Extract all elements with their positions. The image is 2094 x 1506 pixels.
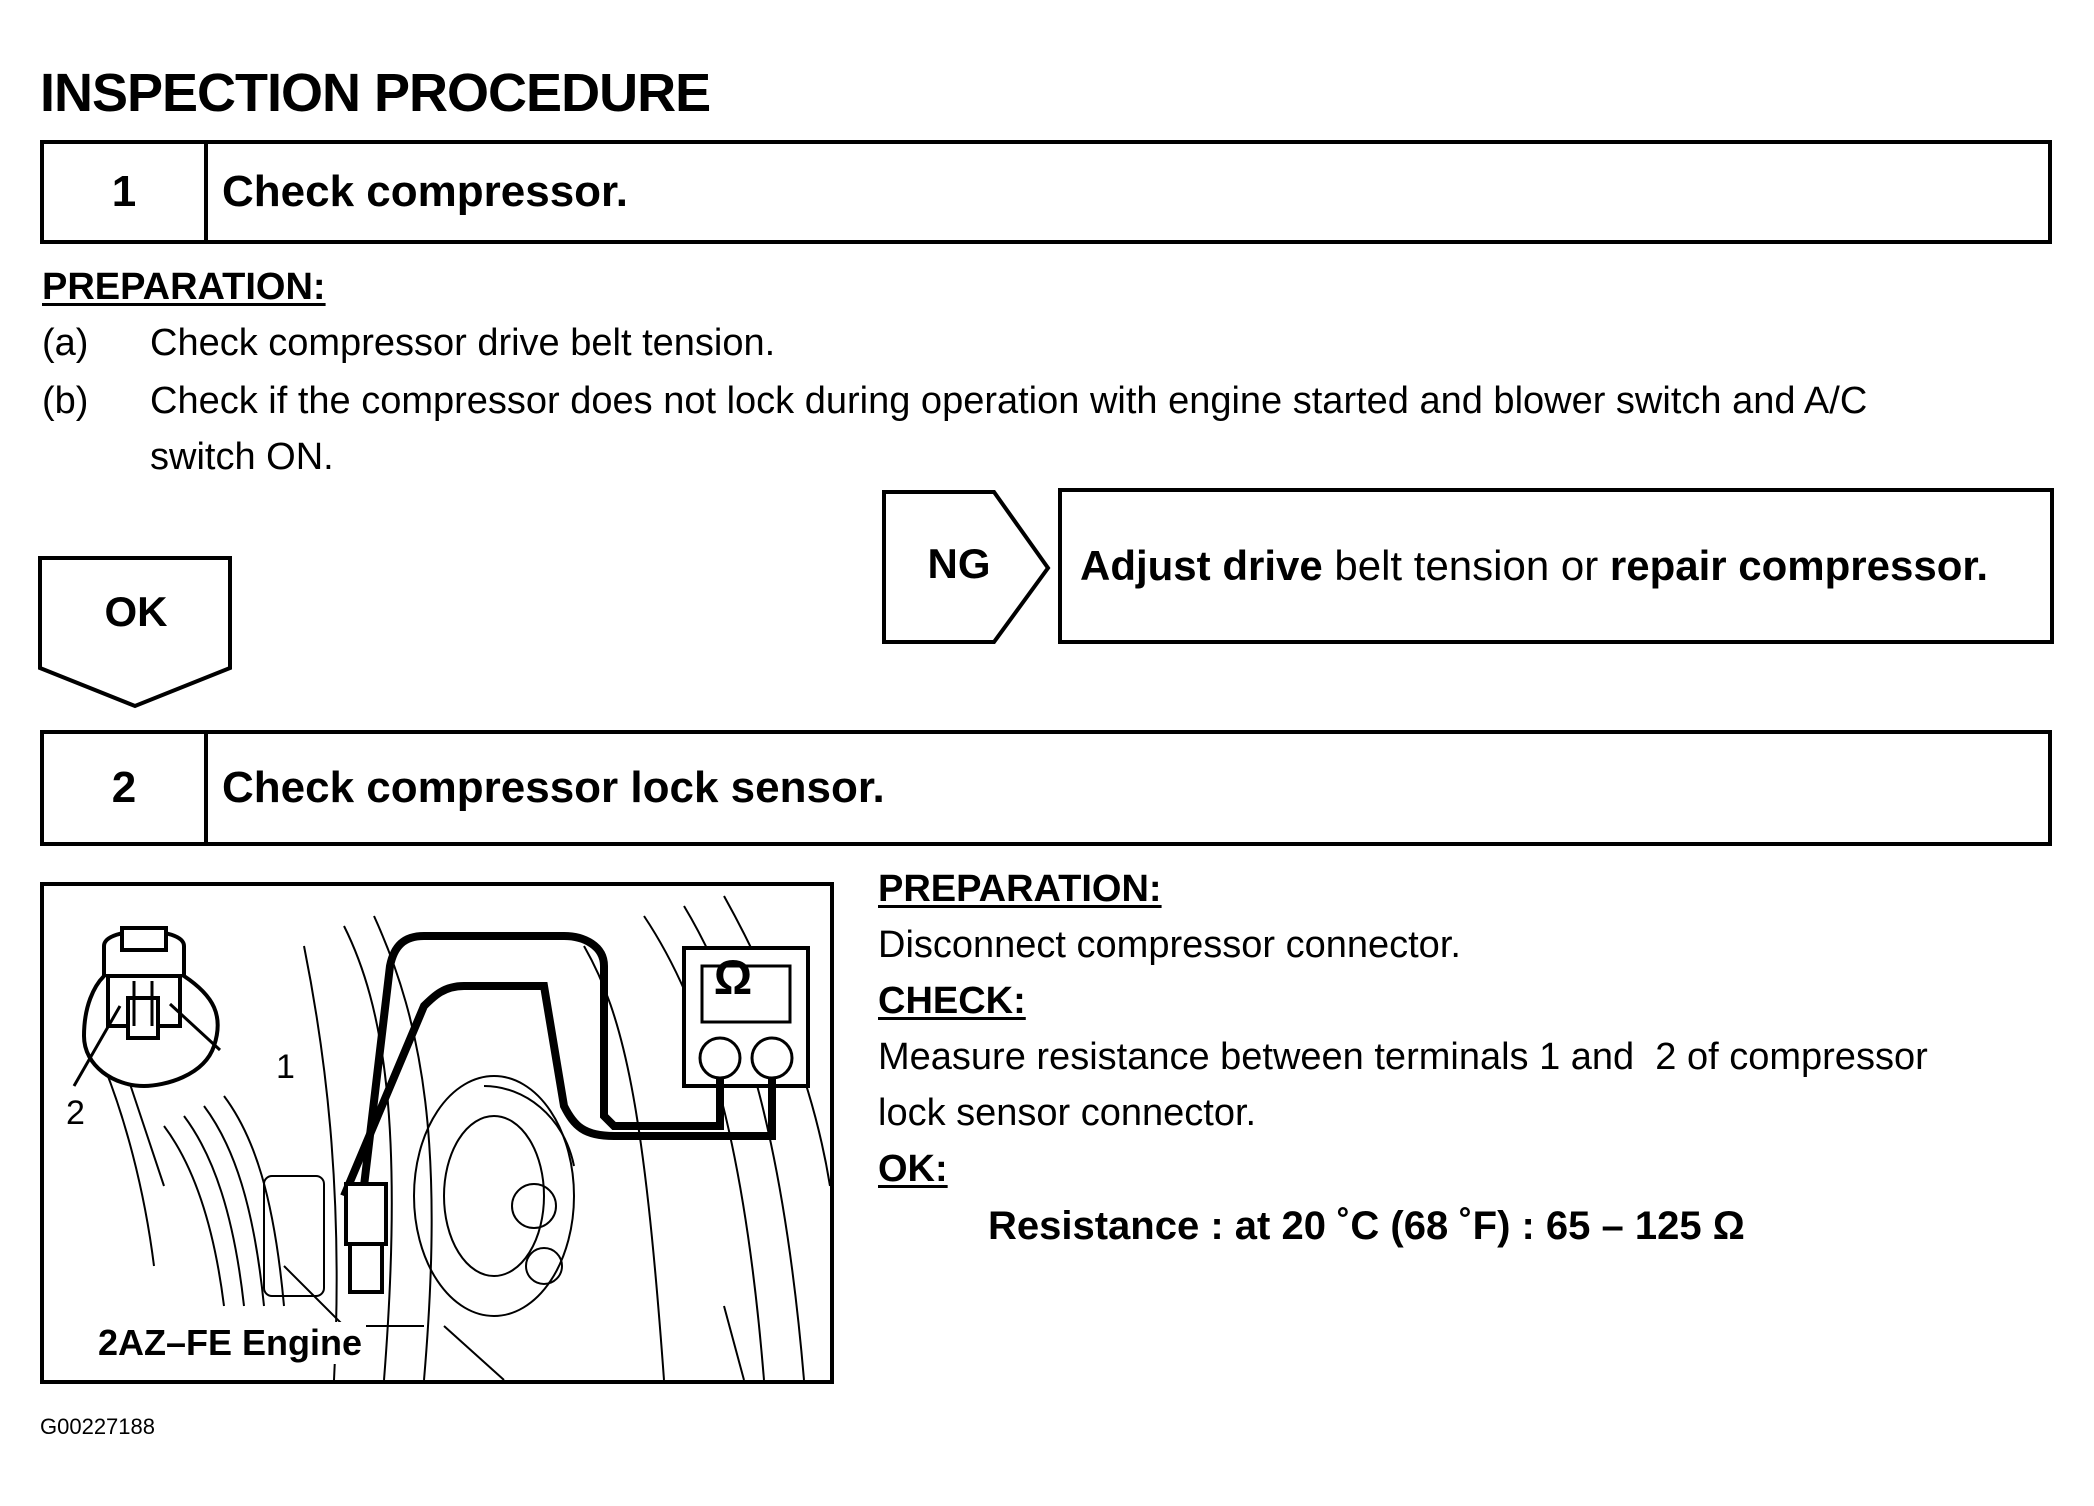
terminal-1-label: 1 (276, 1048, 295, 1086)
item-b-text-line1: Check if the compressor does not lock du… (150, 380, 1868, 422)
ng-action-normal: belt tension or (1322, 542, 1610, 589)
page-title: INSPECTION PROCEDURE (40, 63, 711, 123)
step-2-header: 2 Check compressor lock sensor. (40, 730, 2052, 846)
ng-action-bold1: Adjust drive (1080, 542, 1323, 589)
ok-arrow-icon (38, 556, 232, 709)
compressor-illustration-icon (72, 895, 830, 1380)
step-2-preparation-heading: PREPARATION: (878, 868, 1162, 910)
engine-figure: Ω 1 2 2AZ–FE Engine (40, 882, 834, 1384)
ng-label: NG (927, 540, 991, 587)
ok-heading: OK: (878, 1148, 948, 1190)
item-b-text-line2: switch ON. (150, 436, 334, 478)
item-b-label: (b) (42, 380, 89, 422)
step-1-preparation-heading: PREPARATION: (42, 266, 326, 308)
step-2-title: Check compressor lock sensor. (222, 763, 885, 812)
step-1-header: 1 Check compressor. (40, 140, 2052, 244)
ng-action-bold2: repair compressor. (1609, 542, 1989, 589)
step-2-number: 2 (44, 734, 208, 842)
item-a-text: Check compressor drive belt tension. (150, 322, 776, 364)
figure-code: G00227188 (40, 1414, 155, 1439)
item-a-label: (a) (42, 322, 89, 364)
step-1-number: 1 (44, 144, 208, 240)
step-2-preparation-text: Disconnect compressor connector. (878, 924, 1461, 966)
ng-action-box: Adjust drive belt tension or repair comp… (1058, 488, 2054, 644)
figure-caption: 2AZ–FE Engine (94, 1322, 367, 1364)
ng-arrow-icon (882, 490, 1051, 644)
step-1-title: Check compressor. (222, 167, 628, 216)
terminal-2-label: 2 (66, 1094, 85, 1132)
resistance-spec: Resistance : at 20 ˚C (68 ˚F) : 65 – 125… (988, 1204, 1745, 1248)
check-text-line2: lock sensor connector. (878, 1092, 1257, 1134)
check-heading: CHECK: (878, 980, 1026, 1022)
ok-label: OK (104, 588, 168, 635)
meter-ohm-symbol: Ω (713, 952, 753, 1005)
check-text-line1: Measure resistance between terminals 1 a… (878, 1036, 1928, 1078)
